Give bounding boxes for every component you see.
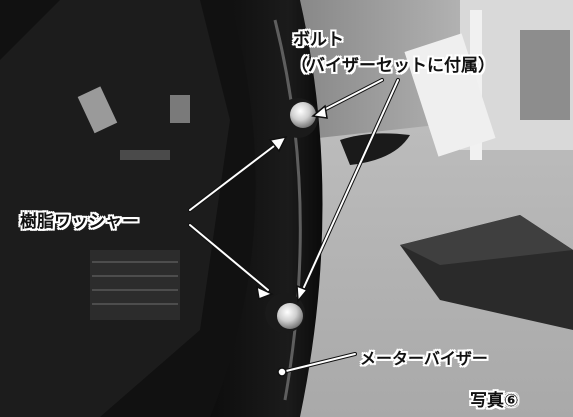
upper-bolt: [290, 102, 316, 128]
meter-visor-label: メーターバイザー: [360, 349, 488, 368]
grille-lines: [92, 261, 178, 305]
visor-highlight: [273, 19, 302, 401]
mirror: [340, 133, 410, 165]
reflection: [77, 86, 118, 134]
bolt-label: ボルト: [293, 30, 344, 50]
bolt-note-label: （バイザーセットに付属）: [291, 56, 495, 76]
shelf-box: [520, 30, 570, 120]
leader-lines: [188, 78, 400, 374]
arrowheads: [256, 104, 328, 303]
visor-dot: [277, 367, 287, 377]
washer-label: 樹脂ワッシャー: [20, 212, 139, 232]
lower-bolt: [277, 303, 303, 329]
photo-number-label: 写真⑥: [470, 391, 519, 411]
board: [404, 33, 496, 157]
floor-mat-top: [400, 215, 573, 265]
grille: [90, 250, 180, 320]
reflection: [120, 150, 170, 160]
reflection: [170, 95, 190, 123]
